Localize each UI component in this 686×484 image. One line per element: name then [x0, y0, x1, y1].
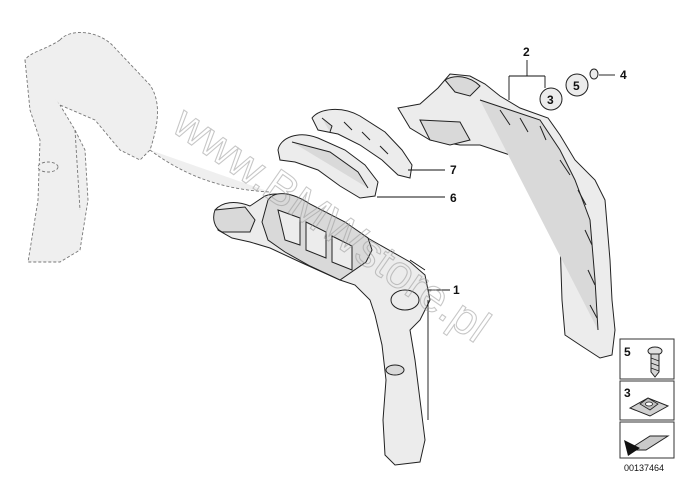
- legend-clip-label: 3: [624, 386, 631, 400]
- callout-4: 4: [620, 68, 627, 82]
- legend-clip: 3: [619, 380, 675, 421]
- part-7-upper-cover: [311, 109, 413, 179]
- callout-1: 1: [453, 283, 460, 297]
- part-1-pillar-trim: [213, 193, 431, 466]
- callout-2: 2: [523, 45, 530, 59]
- callout-6: 6: [450, 191, 457, 205]
- arrow-icon: [624, 435, 670, 456]
- leader-lines: [377, 60, 615, 291]
- clip-nut-icon: [628, 397, 670, 417]
- legend-arrow: [619, 421, 675, 459]
- legend-screw-label: 5: [624, 345, 631, 359]
- ghost-reference-trim: [24, 32, 271, 263]
- screw-icon: [647, 346, 663, 378]
- legend-screw: 5: [619, 338, 675, 380]
- callout-3: 3: [547, 93, 554, 107]
- callout-5: 5: [573, 79, 580, 93]
- image-id: 00137464: [624, 463, 664, 473]
- part-6-handle-cover: [277, 134, 379, 199]
- clip-parts: [539, 68, 599, 111]
- callout-7: 7: [450, 163, 457, 177]
- part-2-rear-trim-panel: [397, 73, 616, 359]
